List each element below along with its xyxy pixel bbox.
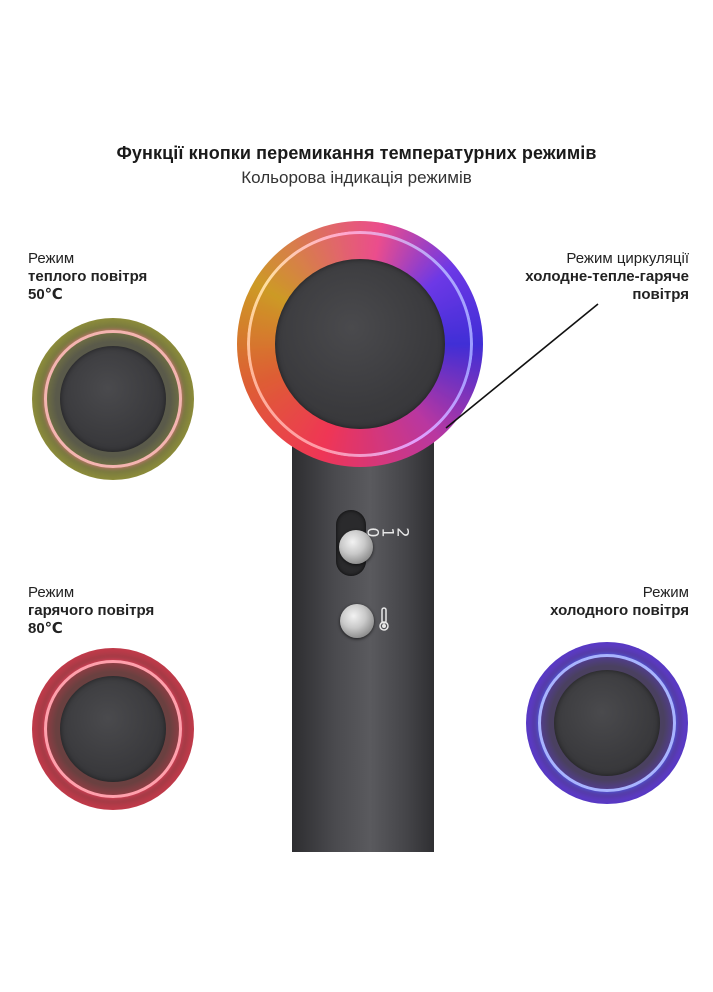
temperature-mode-button[interactable]: [340, 604, 374, 638]
hot-mode-label: Режим гарячого повітря 80℃: [28, 584, 154, 638]
cycle-mode-line1: Режим циркуляції: [566, 250, 689, 267]
cycle-mode-line3: повітря: [632, 286, 689, 303]
speed-slider-knob[interactable]: [339, 530, 373, 564]
warm-mode-label: Режим теплого повітря 50℃: [28, 250, 147, 304]
cold-mode-line2: холодного повітря: [550, 602, 689, 619]
warm-mode-line2: теплого повітря: [28, 268, 148, 285]
hot-mode-line2: гарячого повітря: [28, 602, 155, 619]
cycle-mode-label: Режим циркуляції холодне-тепле-гаряче по…: [459, 250, 689, 304]
hot-mode-line1: Режим: [28, 584, 75, 601]
warm-mode-temp: 50℃: [28, 286, 63, 303]
warm-mode-disc: [32, 318, 194, 480]
thermometer-icon: [379, 607, 389, 631]
page-title: Функції кнопки перемикання температурних…: [116, 143, 597, 163]
hot-mode-disc: [32, 648, 194, 810]
cycle-mode-line2: холодне-тепле-гаряче: [525, 268, 689, 285]
cold-mode-disc: [526, 642, 688, 804]
cold-mode-label: Режим холодного повітря: [469, 584, 689, 620]
warm-mode-line1: Режим: [28, 250, 75, 267]
cold-mode-line1: Режим: [642, 584, 689, 601]
hot-mode-temp: 80℃: [28, 620, 63, 637]
page-subtitle: Кольорова індикація режимів: [241, 168, 472, 187]
dryer-handle: [292, 440, 434, 852]
